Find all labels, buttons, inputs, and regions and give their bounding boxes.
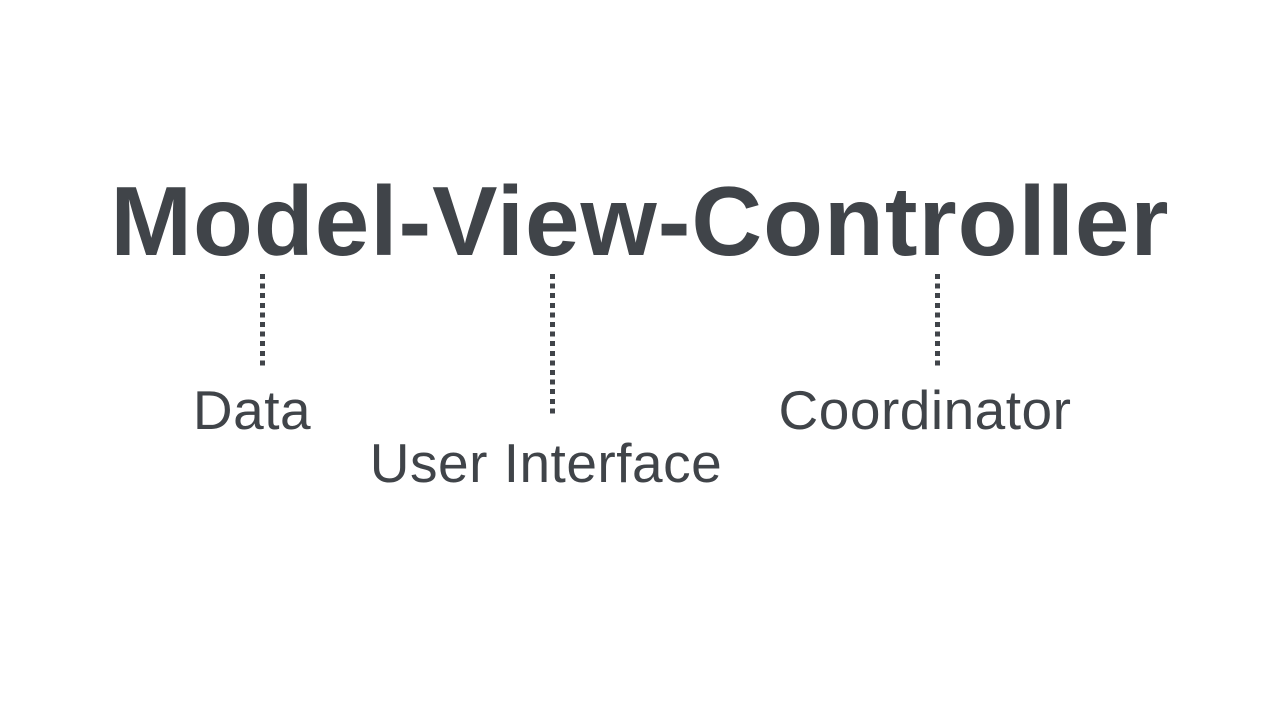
- label-view-meaning: User Interface: [369, 432, 723, 494]
- label-controller-meaning: Coordinator: [778, 379, 1072, 441]
- dotted-connector-model: [260, 274, 265, 370]
- dotted-connector-view: [550, 274, 555, 418]
- page-title: Model-View-Controller: [110, 166, 1170, 276]
- dotted-connector-controller: [935, 274, 940, 370]
- label-model-meaning: Data: [192, 379, 312, 441]
